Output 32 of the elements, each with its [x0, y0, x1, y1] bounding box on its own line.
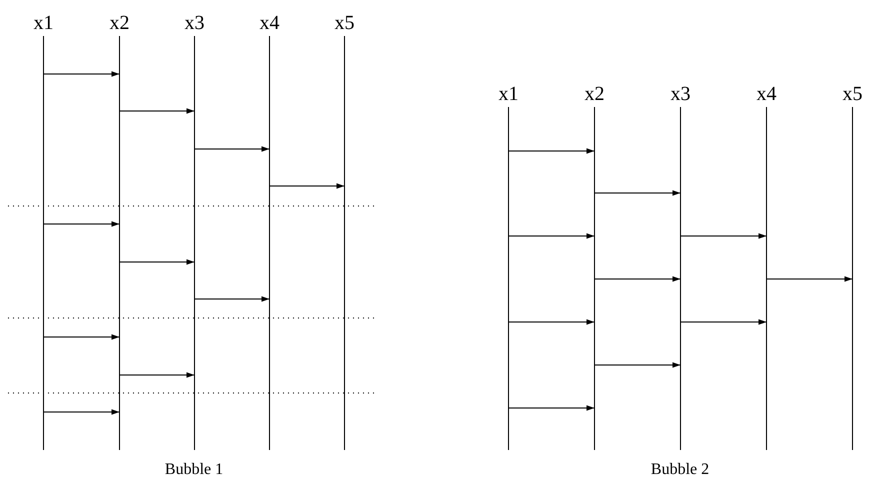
message-arrow	[43, 71, 120, 77]
message-arrow	[594, 276, 681, 282]
message-arrow	[119, 108, 195, 114]
message-arrow	[119, 372, 195, 378]
message-arrow	[269, 183, 345, 189]
lifeline-label: x5	[842, 84, 862, 104]
lifeline-label: x4	[756, 84, 776, 104]
message-arrow	[594, 190, 681, 196]
lifeline-label: x3	[670, 84, 690, 104]
message-arrow	[508, 319, 595, 325]
message-arrow	[766, 276, 853, 282]
lifeline-label: x1	[34, 13, 54, 33]
message-arrow	[43, 221, 120, 227]
message-arrow	[194, 296, 270, 302]
message-arrow	[508, 405, 595, 411]
lifeline-label: x4	[260, 13, 280, 33]
message-arrow	[43, 334, 120, 340]
message-arrow	[508, 233, 595, 239]
diagram-caption: Bubble 1	[164, 461, 224, 479]
message-arrow	[680, 233, 767, 239]
message-arrow	[594, 362, 681, 368]
lifeline-label: x2	[110, 13, 130, 33]
lifeline-label: x2	[584, 84, 604, 104]
message-arrow	[119, 259, 195, 265]
lifeline-label: x5	[334, 13, 354, 33]
message-arrow	[508, 148, 595, 154]
message-arrow	[680, 319, 767, 325]
diagram-caption: Bubble 2	[650, 461, 710, 479]
message-arrow	[43, 409, 120, 415]
lifeline-label: x1	[498, 84, 518, 104]
lifeline-label: x3	[184, 13, 204, 33]
message-arrow	[194, 146, 270, 152]
